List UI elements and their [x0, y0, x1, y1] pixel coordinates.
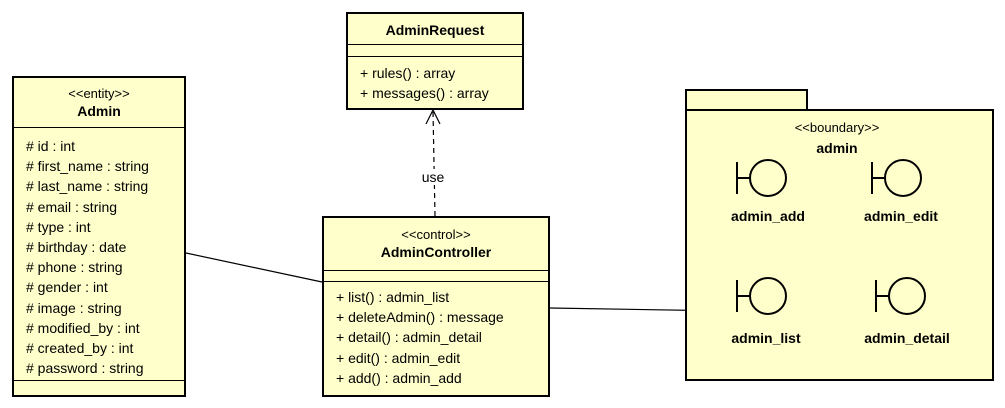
attribute-row: # email : string — [26, 198, 118, 215]
admin-list-label[interactable]: admin_list — [731, 330, 801, 346]
attribute-row: # type : int — [26, 218, 91, 235]
admin-request-attributes — [348, 44, 522, 56]
operation-row: + add() : admin_add — [336, 369, 462, 386]
operation-row: + messages() : array — [360, 85, 489, 102]
admin-entity-class[interactable]: <<entity>> Admin # id : int # first_name… — [12, 76, 186, 397]
boundary-package-tab — [685, 89, 808, 111]
admin-controller-stereotype: <<control>> — [401, 227, 471, 242]
admin-request-name: AdminRequest — [385, 22, 485, 38]
boundary-package-name: admin — [816, 140, 858, 156]
admin-controller-operations: + list() : admin_list + deleteAdmin() : … — [324, 281, 548, 388]
attribute-row: # phone : string — [26, 259, 123, 276]
admin-controller-name: AdminController — [380, 244, 492, 260]
attribute-row: # last_name : string — [26, 178, 149, 195]
admin-edit-label[interactable]: admin_edit — [864, 208, 938, 224]
attribute-row: # password : string — [26, 360, 144, 377]
admin-entity-name: Admin — [77, 103, 121, 119]
operation-row: + detail() : admin_detail — [336, 329, 482, 346]
operation-row: + deleteAdmin() : message — [336, 309, 504, 326]
admin-add-label[interactable]: admin_add — [731, 208, 805, 224]
operation-row: + rules() : array — [360, 65, 456, 81]
admin-entity-operations — [14, 380, 184, 396]
attribute-row: # image : string — [26, 299, 122, 316]
attribute-row: # gender : int — [26, 279, 108, 296]
attribute-row: # created_by : int — [26, 340, 134, 357]
attribute-row: # first_name : string — [26, 158, 149, 175]
admin-entity-attributes: # id : int # first_name : string # last_… — [14, 127, 184, 380]
boundary-package[interactable]: <<boundary>> admin — [685, 109, 994, 381]
boundary-package-stereotype: <<boundary>> — [794, 120, 880, 135]
admin-controller-association — [185, 252, 323, 283]
admin-request-class[interactable]: AdminRequest + rules() : array + message… — [346, 12, 524, 110]
operation-row: + edit() : admin_edit — [336, 349, 461, 366]
admin-controller-class[interactable]: <<control>> AdminController + list() : a… — [322, 216, 550, 397]
use-dependency-line — [432, 110, 436, 217]
operation-row: + list() : admin_list — [336, 289, 450, 305]
attribute-row: # modified_by : int — [26, 319, 140, 336]
use-dependency-arrowhead — [425, 108, 441, 125]
admin-detail-label[interactable]: admin_detail — [864, 330, 950, 346]
admin-entity-stereotype: <<entity>> — [68, 86, 130, 101]
attribute-row: # birthday : date — [26, 239, 127, 256]
admin-controller-attributes — [324, 270, 548, 281]
use-label: use — [413, 169, 453, 185]
attribute-row: # id : int — [26, 138, 76, 154]
admin-request-operations: + rules() : array + messages() : array — [348, 56, 522, 103]
